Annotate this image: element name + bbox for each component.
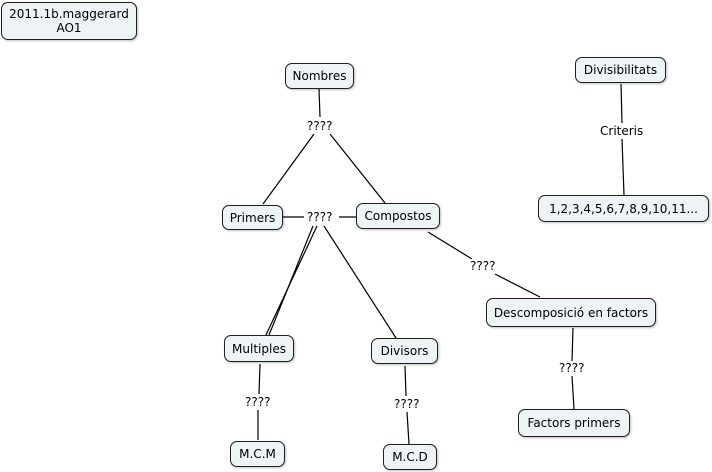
connector-divisors-to-link	[404, 365, 407, 397]
map-title-line2: AO1	[56, 21, 82, 35]
connector-compostos-to-link	[427, 231, 473, 260]
node-nombres[interactable]: Nombres	[285, 63, 354, 89]
link-label-primers-compostos: ????	[304, 210, 336, 224]
connector-divisibilitats-to-criteris	[620, 83, 623, 124]
connector-link-to-mcd	[406, 411, 410, 445]
connector-descomposicio-to-link	[571, 327, 574, 362]
node-factors-primers[interactable]: Factors primers	[518, 409, 630, 437]
connector-link-to-divisors	[323, 225, 397, 339]
node-numbers-list[interactable]: 1,2,3,4,5,6,7,8,9,10,11...	[538, 195, 709, 222]
node-compostos[interactable]: Compostos	[356, 203, 440, 229]
link-label-divisors: ????	[391, 397, 423, 411]
connector-link-to-descomposicio	[494, 273, 541, 298]
link-label-criteris: Criteris	[597, 124, 647, 138]
connector-multiples-to-link	[258, 363, 261, 395]
connector-criteris-to-numbers	[621, 138, 625, 196]
node-divisors[interactable]: Divisors	[371, 338, 438, 364]
map-title[interactable]: 2011.1b.maggerard AO1	[1, 2, 137, 40]
map-title-line1: 2011.1b.maggerard	[9, 7, 129, 21]
node-descomposicio[interactable]: Descomposició en factors	[486, 298, 656, 327]
link-label-compostos-descomposicio: ????	[467, 259, 499, 273]
node-multiples[interactable]: Multiples	[224, 335, 294, 362]
node-mcd[interactable]: M.C.D	[383, 444, 437, 470]
connector-nombres-to-link	[318, 88, 321, 118]
connector-link-to-multiples-b	[268, 225, 314, 336]
connector-link-to-compostos	[329, 133, 386, 204]
connector-link-to-factors	[571, 375, 575, 410]
node-divisibilitats[interactable]: Divisibilitats	[575, 57, 666, 83]
node-primers[interactable]: Primers	[222, 205, 283, 230]
connector-link-to-primers	[262, 133, 315, 205]
link-label-multiples: ????	[242, 395, 274, 409]
node-mcm[interactable]: M.C.M	[230, 441, 285, 467]
link-label-descomposicio: ????	[556, 361, 588, 375]
link-label-nombres: ????	[304, 119, 336, 133]
